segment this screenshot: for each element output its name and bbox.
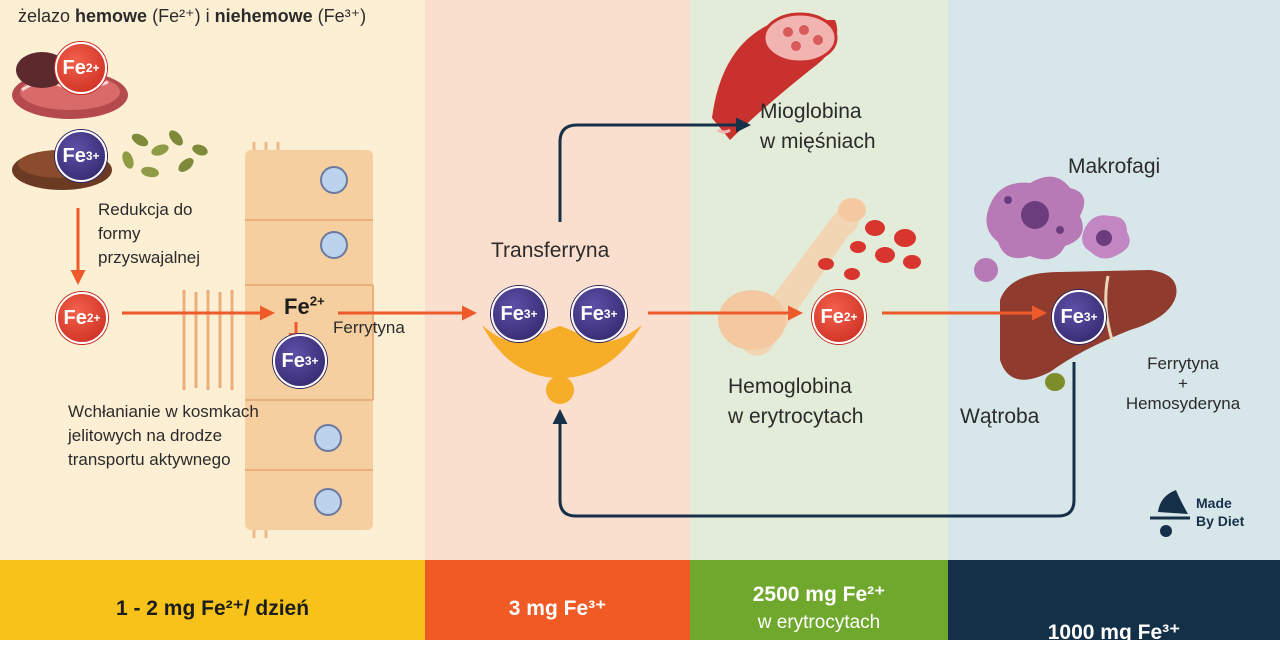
intestinal-villi [182, 142, 374, 538]
header-text: żelazo hemowe (Fe²⁺) i niehemowe (Fe³⁺) [18, 6, 366, 27]
header-prefix: żelazo [18, 6, 76, 26]
seeds-image [12, 130, 208, 190]
header-nonheme-ion: (Fe³⁺) [317, 6, 367, 26]
band-transport [425, 0, 690, 560]
footer-erythrocytes-value: 2500 mg Fe²⁺ [752, 583, 886, 606]
header-nonheme: niehemowe [214, 6, 313, 26]
storage-label: Ferrytyna+Hemosyderyna [1125, 354, 1241, 413]
transferrin-shape [482, 325, 642, 404]
made-by-diet-logo-icon [1150, 490, 1190, 537]
transferrin-label: Transferryna [491, 239, 610, 262]
footer-storage: 1000 mg Fe³⁺ [948, 560, 1280, 644]
footer-erythrocytes: 2500 mg Fe²⁺ w erytrocytach [690, 560, 948, 640]
muscle-image [712, 12, 838, 140]
header-conj: i [200, 6, 215, 26]
bone-marrow-image [718, 198, 921, 356]
footer-transport-value: 3 mg Fe³⁺ [508, 597, 607, 620]
header-heme-ion: (Fe²⁺) [152, 6, 201, 26]
footer-erythrocytes-caption: w erytrocytach [757, 612, 881, 633]
absorption-arrows [70, 208, 1047, 348]
fe2-enterocyte-label: Fe2+ [284, 293, 325, 319]
footer-transport: 3 mg Fe³⁺ [425, 560, 690, 640]
recycling-arrows [552, 117, 1076, 518]
header-heme: hemowe [75, 6, 148, 26]
iron-metabolism-diagram [12, 12, 1190, 538]
footer-intake: 1 - 2 mg Fe²⁺/ dzień [0, 560, 425, 640]
liver-label: Wątroba [960, 405, 1040, 428]
footer-intake-value: 1 - 2 mg Fe²⁺/ dzień [115, 597, 310, 620]
macrophages-label: Makrofagi [1068, 155, 1161, 178]
ferritin-label: Ferrytyna [333, 318, 405, 337]
macrophages-image [974, 176, 1130, 282]
footer-storage-value: 1000 mg Fe³⁺ [1047, 621, 1181, 644]
